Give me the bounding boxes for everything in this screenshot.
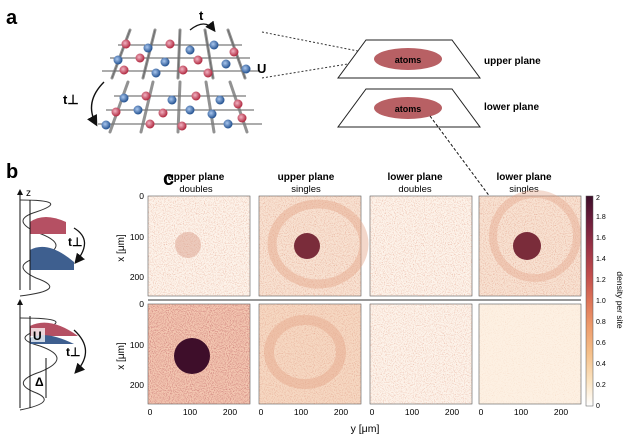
z-axis-label: z: [26, 188, 31, 199]
upper-atoms: [113, 39, 251, 78]
y-axis-bottom: 0 100 200: [130, 299, 144, 390]
y-tick-bottom-200: 200: [130, 380, 144, 390]
delta-label: Δ: [35, 375, 44, 389]
col3-title: lower plane: [387, 172, 442, 183]
x-tick-c4-100: 100: [514, 407, 528, 417]
double-well-bottom: U t⊥ Δ: [17, 299, 87, 411]
panel-label-c: c: [163, 168, 174, 190]
image-bottom-upper-doubles: [147, 303, 251, 405]
x-tick-c3-200: 200: [445, 407, 459, 417]
x-tick-c4-0: 0: [479, 407, 484, 417]
image-bottom-upper-singles: [258, 303, 362, 405]
image-bottom-lower-doubles: [369, 303, 473, 405]
t-perp-arrow-bottom: [73, 329, 87, 374]
u-label-b: U: [33, 329, 42, 343]
x-tick-c1-100: 100: [183, 407, 197, 417]
y-tick-bottom-0: 0: [139, 299, 144, 309]
panel-label-b: b: [6, 161, 18, 183]
x-tick-c2-200: 200: [334, 407, 348, 417]
x-tick-c3-0: 0: [370, 407, 375, 417]
x-tick-c4-200: 200: [554, 407, 568, 417]
y-tick-top-200: 200: [130, 272, 144, 282]
y-axis-label-top: x [μm]: [116, 234, 127, 262]
col1-subtitle: doubles: [179, 184, 213, 195]
cb-tick-0-4: 0.4: [596, 361, 606, 368]
x-axis: 0 100 200 0 100 200 0 100 200 0 100 200: [148, 407, 569, 417]
y-axis-label-bottom: x [μm]: [116, 342, 127, 370]
cb-tick-0-8: 0.8: [596, 319, 606, 326]
interlayer-arrow: [87, 81, 105, 127]
cb-tick-1-8: 1.8: [596, 214, 606, 221]
lower-plane-diagram: atoms: [337, 88, 481, 128]
col2-subtitle: singles: [291, 184, 321, 195]
x-axis-label: y [μm]: [351, 423, 380, 435]
image-top-lower-singles: [478, 190, 582, 297]
x-tick-c2-0: 0: [259, 407, 264, 417]
y-axis-top: 0 100 200: [130, 191, 144, 282]
colorbar-gradient: [585, 195, 594, 407]
cb-tick-1-2: 1.2: [596, 277, 606, 284]
zoom-connector: [429, 115, 523, 241]
col2-title: upper plane: [278, 172, 335, 183]
t-perp-arrow-top: [73, 227, 86, 265]
x-tick-c1-0: 0: [148, 407, 153, 417]
cb-tick-1-4: 1.4: [596, 256, 606, 263]
t-perp-top-label: t⊥: [68, 235, 82, 249]
t-perp-bottom-label: t⊥: [66, 345, 80, 359]
y-tick-top-100: 100: [130, 232, 144, 242]
cb-tick-2: 2: [596, 195, 600, 202]
image-top-lower-doubles: [369, 195, 473, 297]
upper-plane-title: upper plane: [484, 56, 541, 67]
lattice-diagram: t U t⊥: [63, 8, 379, 134]
cb-tick-1-0: 1.0: [596, 298, 606, 305]
upper-plane-diagram: atoms: [337, 39, 481, 79]
x-tick-c3-100: 100: [405, 407, 419, 417]
tunneling-t-label: t: [199, 8, 204, 23]
column-headers: upper plane doubles upper plane singles …: [168, 172, 552, 195]
cb-tick-0-6: 0.6: [596, 340, 606, 347]
image-top-upper-doubles: [147, 195, 251, 297]
col1-title: upper plane: [168, 172, 225, 183]
interaction-u-label: U: [257, 61, 266, 76]
colorbar-ticks: 2 1.8 1.6 1.4 1.2 1.0 0.8 0.6 0.4 0.2 0: [596, 195, 606, 410]
colorbar: 2 1.8 1.6 1.4 1.2 1.0 0.8 0.6 0.4 0.2 0 …: [585, 195, 623, 410]
panel-label-a: a: [6, 7, 18, 29]
lower-atoms: [101, 91, 247, 131]
colorbar-label: density per site: [615, 271, 623, 328]
x-tick-c2-100: 100: [294, 407, 308, 417]
y-tick-bottom-100: 100: [130, 340, 144, 350]
cb-tick-0-2: 0.2: [596, 382, 606, 389]
col4-subtitle: singles: [509, 184, 539, 195]
atoms-upper-label: atoms: [395, 55, 422, 65]
cb-tick-1-6: 1.6: [596, 235, 606, 242]
lower-plane-title: lower plane: [484, 102, 539, 113]
image-top-upper-singles: [258, 195, 369, 297]
density-images: [147, 190, 582, 405]
col4-title: lower plane: [496, 172, 551, 183]
col3-subtitle: doubles: [398, 184, 432, 195]
atoms-lower-label: atoms: [395, 104, 422, 114]
x-tick-c1-200: 200: [223, 407, 237, 417]
y-tick-top-0: 0: [139, 191, 144, 201]
double-well-top: z t⊥: [17, 188, 86, 297]
cb-tick-0: 0: [596, 403, 600, 410]
image-bottom-lower-singles: [478, 303, 582, 405]
tunneling-t-arrow: [189, 20, 216, 33]
t-perp-label: t⊥: [63, 92, 79, 107]
